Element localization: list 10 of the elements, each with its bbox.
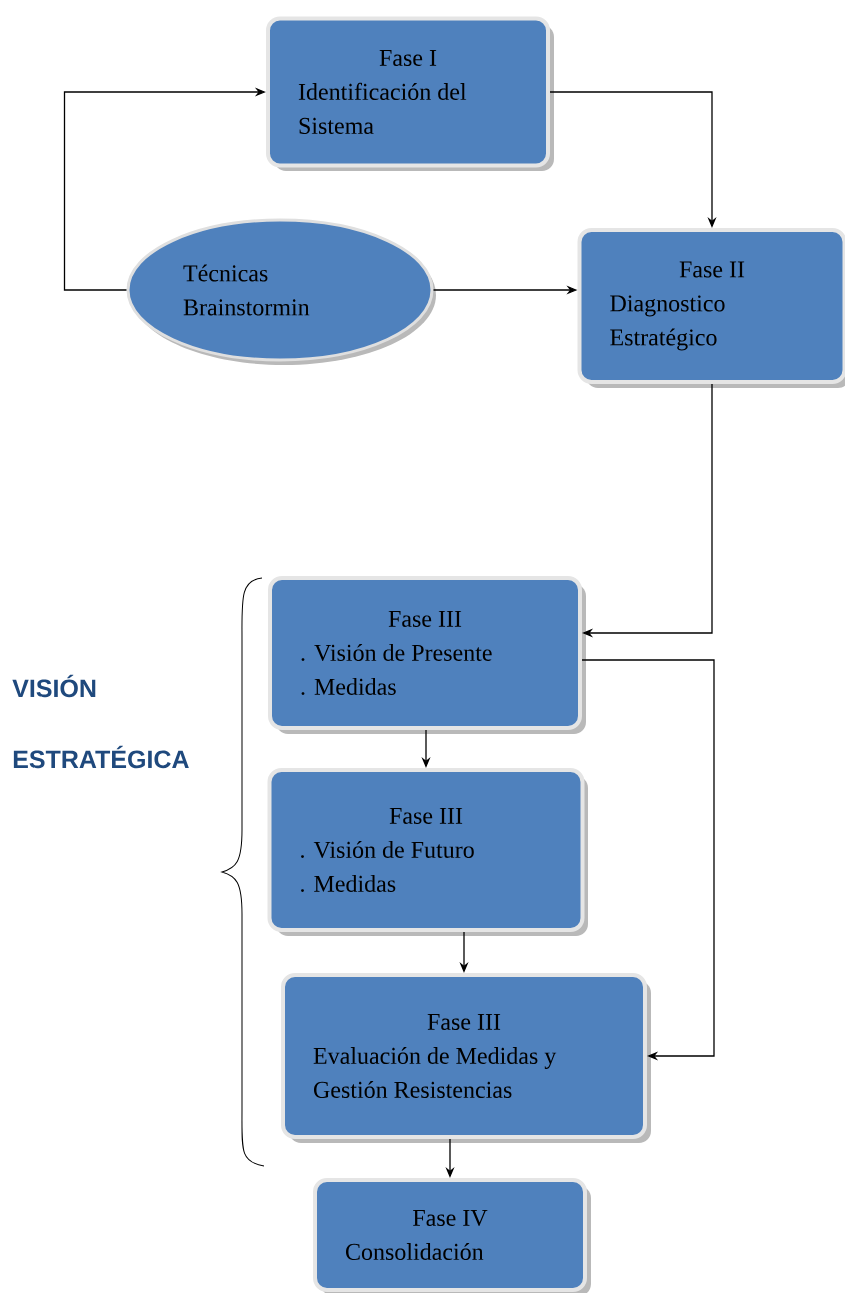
side-label: VISIÓN	[12, 674, 96, 698]
process-box: Fase III . Visión de Presente . Medidas	[268, 576, 586, 734]
process-box: Fase I Identificación del Sistema	[266, 16, 554, 171]
process-box: Fase IV Consolidación	[313, 1178, 591, 1293]
process-box: Fase III . Visión de Futuro . Medidas	[267, 768, 588, 936]
process-box: Fase III Evaluación de Medidas y Gestión Resistencias	[281, 973, 651, 1143]
arrow	[581, 659, 715, 1061]
side-label: ESTRATÉGICA	[13, 745, 189, 769]
process-box: Fase II Diagnostico Estratégico	[577, 228, 845, 388]
ellipse-node: Técnicas Brainstormin	[126, 218, 436, 365]
